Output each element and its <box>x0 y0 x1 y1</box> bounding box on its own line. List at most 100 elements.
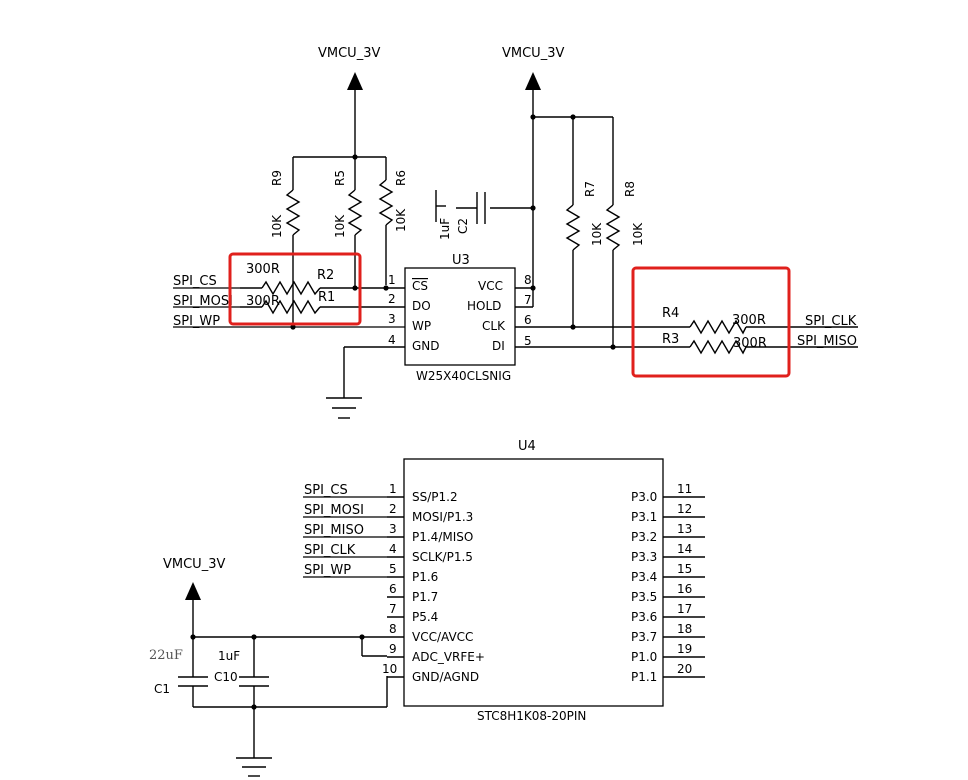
r5-ref: R5 <box>333 170 347 186</box>
r4-value: 300R <box>732 313 766 328</box>
u3-ref: U3 <box>452 253 470 268</box>
u4-net-label: SPI_CS <box>304 483 348 498</box>
r6-ref: R6 <box>394 170 408 186</box>
u4-pin-num: 16 <box>677 582 692 596</box>
resistor-r1: 300R R1 <box>240 290 405 315</box>
u4-pin-num: 15 <box>677 562 692 576</box>
u4-pin-name: P3.2 <box>631 530 657 544</box>
c10-value: 1uF <box>218 649 240 663</box>
u3-pin-name: CS <box>412 279 428 293</box>
vmcu-label-bottom: VMCU_3V <box>163 557 225 572</box>
u4-pin-num: 3 <box>389 522 397 536</box>
u4-pin-name: P3.0 <box>631 490 657 504</box>
u4-ref: U4 <box>518 439 536 454</box>
capacitor-c2: 1uF C2 <box>435 190 533 240</box>
u4-pin-name: GND/AGND <box>412 670 479 684</box>
u4-pin-num: 14 <box>677 542 692 556</box>
u3-pin-num: 1 <box>388 273 396 287</box>
u4-pin-name: P5.4 <box>412 610 438 624</box>
c1-ref: C1 <box>154 682 170 696</box>
spi-clk-label: SPI_CLK <box>805 314 857 329</box>
u4-pin-name: ADC_VRFE+ <box>412 650 485 664</box>
resistor-r7: R7 10K <box>565 117 604 327</box>
u4-pin-num: 7 <box>389 602 397 616</box>
u4-pin-num: 2 <box>389 502 397 516</box>
u3-pin-name: DI <box>492 339 505 353</box>
u4-pin-num: 10 <box>382 662 397 676</box>
r7-ref: R7 <box>583 181 597 197</box>
u4-pin-num: 8 <box>389 622 397 636</box>
u4-pin-name: VCC/AVCC <box>412 630 473 644</box>
r9-ref: R9 <box>270 170 284 186</box>
u4-pin-name: P3.6 <box>631 610 657 624</box>
u4-pin-left: 7P5.4 <box>387 602 438 624</box>
u4-pin-num: 1 <box>389 482 397 496</box>
vmcu-power-symbol-bottom: VMCU_3V <box>163 557 225 637</box>
u4-pin-name: P3.3 <box>631 550 657 564</box>
u4-pin-num: 9 <box>389 642 397 656</box>
resistor-r6: R6 10K <box>378 157 408 285</box>
u4-pin-name: SCLK/P1.5 <box>412 550 473 564</box>
resistor-r3: R3 300R <box>662 332 858 355</box>
u4-pin-name: SS/P1.2 <box>412 490 458 504</box>
highlight-box-left <box>228 252 362 326</box>
resistor-r9: R9 10K <box>270 157 301 255</box>
u3-pin-num: 3 <box>388 312 396 326</box>
u4-pin-left: 1SS/P1.2 SPI_CS <box>303 482 458 504</box>
r3-value: 300R <box>733 336 767 351</box>
u3-pin-name: DO <box>412 299 431 313</box>
c2-value: 1uF <box>438 218 452 240</box>
resistor-r8: R8 10K <box>605 117 645 347</box>
r1-value: 300R <box>246 294 280 309</box>
net-spi-wp-u3: SPI_WP <box>173 314 405 329</box>
u4-pin-name: P1.7 <box>412 590 438 604</box>
power-arrow-icon <box>347 72 363 90</box>
u3-chip: U3 W25X40CLSNIG 1 CS 2 DO 3 WP 4 GND 8 V… <box>388 253 532 383</box>
u3-pin-num: 8 <box>524 273 532 287</box>
u4-pin-name: P1.1 <box>631 670 657 684</box>
u4-pin-num: 12 <box>677 502 692 516</box>
u4-chip: U4 STC8H1K08-20PIN 1SS/P1.2SPI_CS2MOSI/P… <box>303 439 705 723</box>
u4-pin-name: P1.0 <box>631 650 657 664</box>
spi-miso-label: SPI_MISO <box>797 334 857 349</box>
r6-value: 10K <box>394 208 408 232</box>
spi-mosi-label: SPI_MOSI <box>173 294 233 309</box>
highlight-box-right <box>631 266 791 378</box>
u4-pin-num: 20 <box>677 662 692 676</box>
u3-part: W25X40CLSNIG <box>416 369 511 383</box>
u4-right-pins: 11P3.012P3.113P3.214P3.315P3.416P3.517P3… <box>631 482 705 684</box>
power-arrow-icon <box>525 72 541 90</box>
u4-net-label: SPI_MOSI <box>304 503 364 518</box>
r8-ref: R8 <box>623 181 637 197</box>
capacitor-c1: 22uF C1 <box>149 637 208 707</box>
vmcu-power-symbol-right: VMCU_3V <box>502 46 564 307</box>
u4-left-pins: 1SS/P1.2 SPI_CS 2MOSI/P1.3SPI_MOSI3P1.4/MI… <box>303 482 485 684</box>
c1-value: 22uF <box>149 648 183 663</box>
u4-pin-num: 13 <box>677 522 692 536</box>
power-arrow-icon <box>185 582 201 600</box>
c2-ref: C2 <box>456 218 470 234</box>
u3-pin-num: 2 <box>388 292 396 306</box>
u4-pin-name: P3.1 <box>631 510 657 524</box>
u3-pin-name: GND <box>412 339 440 353</box>
u3-body <box>404 267 516 366</box>
spi-cs-label: SPI_CS <box>173 274 217 289</box>
u4-pin-num: 18 <box>677 622 692 636</box>
u4-pin-name: P3.7 <box>631 630 657 644</box>
capacitor-c10: 1uF C10 <box>214 637 269 707</box>
u4-pin-num: 5 <box>389 562 397 576</box>
